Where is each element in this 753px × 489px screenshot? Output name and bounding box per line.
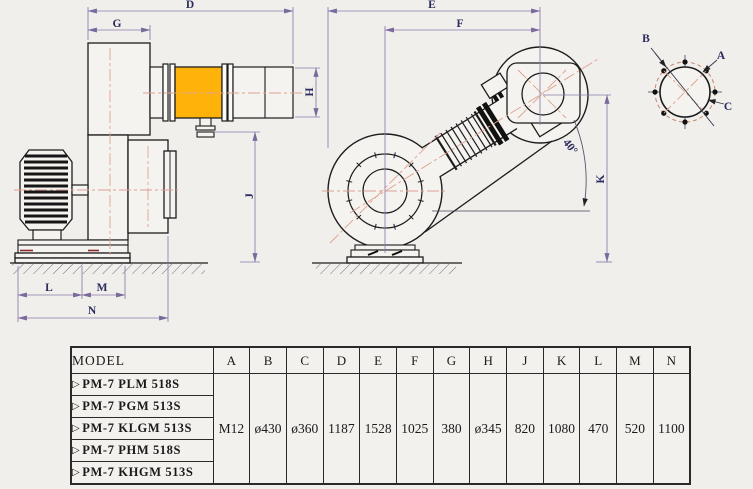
table-header-row: MODEL A B C D E F G H J K L M N — [70, 346, 691, 374]
silencer-orange — [174, 66, 223, 119]
dim-label-K: K — [595, 174, 607, 183]
value-cell-E: 1528 — [359, 373, 397, 485]
dim-label-E: E — [428, 0, 436, 11]
scroll-casing-side — [87, 134, 129, 241]
dim-label-H: H — [304, 87, 316, 96]
side-view-drawing: D G H J L M N — [10, 0, 320, 322]
ground-hatch-front — [316, 263, 456, 274]
col-header-B: B — [249, 346, 287, 374]
col-header-H: H — [469, 346, 507, 374]
base-frame-side — [14, 239, 131, 264]
model-name: PM-7 PHM 518S — [82, 443, 182, 457]
model-marker-icon: ▷ — [72, 379, 81, 390]
model-cell: ▷PM-7 PLM 518S — [70, 373, 214, 396]
dim-label-angle: 40° — [560, 137, 580, 157]
model-cell: ▷PM-7 KHGM 513S — [70, 461, 214, 485]
outlet-opening — [521, 72, 565, 116]
dim-label-G: G — [113, 18, 122, 30]
model-cell: ▷PM-7 PHM 518S — [70, 439, 214, 462]
col-header-G: G — [432, 346, 471, 374]
value-cell-N: 1100 — [652, 373, 691, 485]
flange-plate — [227, 63, 234, 122]
col-header-E: E — [359, 346, 397, 374]
drain-fitting — [195, 117, 216, 138]
flange-plate — [221, 63, 228, 122]
model-name: PM-7 KLGM 513S — [82, 421, 193, 435]
value-cell-A: M12 — [212, 373, 251, 485]
dim-label-J: J — [244, 193, 256, 199]
model-marker-icon: ▷ — [72, 445, 81, 456]
dim-label-M: M — [97, 282, 108, 294]
model-name: PM-7 KHGM 513S — [82, 465, 194, 479]
dim-label-D: D — [186, 0, 194, 11]
dimension-table: MODEL A B C D E F G H J K L M N ▷PM-7 PL… — [70, 346, 691, 485]
model-marker-icon: ▷ — [72, 423, 81, 434]
table-row: ▷PM-7 PLM 518S M12 ø430 ø360 1187 1528 1… — [70, 373, 691, 485]
dimension-lines-front — [327, 7, 612, 263]
centerlines-side — [14, 48, 302, 256]
motor-foot — [32, 229, 62, 241]
value-cell-M: 520 — [616, 373, 654, 485]
model-marker-icon: ▷ — [72, 467, 81, 478]
dim-label-C: C — [724, 101, 732, 113]
model-header: MODEL — [70, 346, 214, 374]
flange-view-drawing: B A C — [642, 33, 732, 129]
dim-label-A: A — [717, 50, 726, 62]
value-cell-L: 470 — [579, 373, 618, 485]
outlet-stack — [87, 42, 151, 136]
col-header-M: M — [616, 346, 654, 374]
model-cell: ▷PM-7 PGM 513S — [70, 395, 214, 418]
col-header-L: L — [579, 346, 618, 374]
dimension-lines-side — [17, 7, 320, 322]
value-cell-K: 1080 — [542, 373, 581, 485]
dim-label-F: F — [456, 18, 463, 30]
motor — [19, 149, 89, 241]
dim-label-N: N — [88, 305, 97, 317]
value-cell-F: 1025 — [395, 373, 434, 485]
drawing-svg: D G H J L M N — [10, 0, 732, 322]
col-header-N: N — [652, 346, 691, 374]
table-row: ▷PM-7 KHGM 513S — [70, 461, 690, 485]
col-header-A: A — [212, 346, 251, 374]
dim-label-B: B — [642, 33, 650, 45]
flange-plate — [169, 63, 176, 122]
duct-flange-bar — [475, 105, 504, 146]
value-cell-D: 1187 — [322, 373, 361, 485]
value-cell-H: ø345 — [469, 373, 507, 485]
value-cell-B: ø430 — [249, 373, 287, 485]
value-cell-C: ø360 — [285, 373, 324, 485]
col-header-J: J — [506, 346, 544, 374]
value-cell-G: 380 — [432, 373, 471, 485]
diagonal-duct — [421, 72, 563, 178]
model-cell: ▷PM-7 KLGM 513S — [70, 417, 214, 440]
col-header-D: D — [322, 346, 361, 374]
duct-flange-bar — [481, 101, 510, 142]
col-header-K: K — [542, 346, 581, 374]
col-header-C: C — [285, 346, 324, 374]
dim-label-L: L — [45, 282, 53, 294]
front-view-drawing: 40° E F K — [312, 0, 612, 274]
model-name: PM-7 PGM 513S — [82, 399, 182, 413]
ground-hatch-side — [12, 263, 205, 274]
col-header-F: F — [395, 346, 434, 374]
table-row: ▷PM-7 PHM 518S — [70, 439, 690, 462]
model-name: PM-7 PLM 518S — [82, 377, 180, 391]
model-marker-icon: ▷ — [72, 401, 81, 412]
value-cell-J: 820 — [506, 373, 544, 485]
flange-plate — [162, 63, 169, 122]
